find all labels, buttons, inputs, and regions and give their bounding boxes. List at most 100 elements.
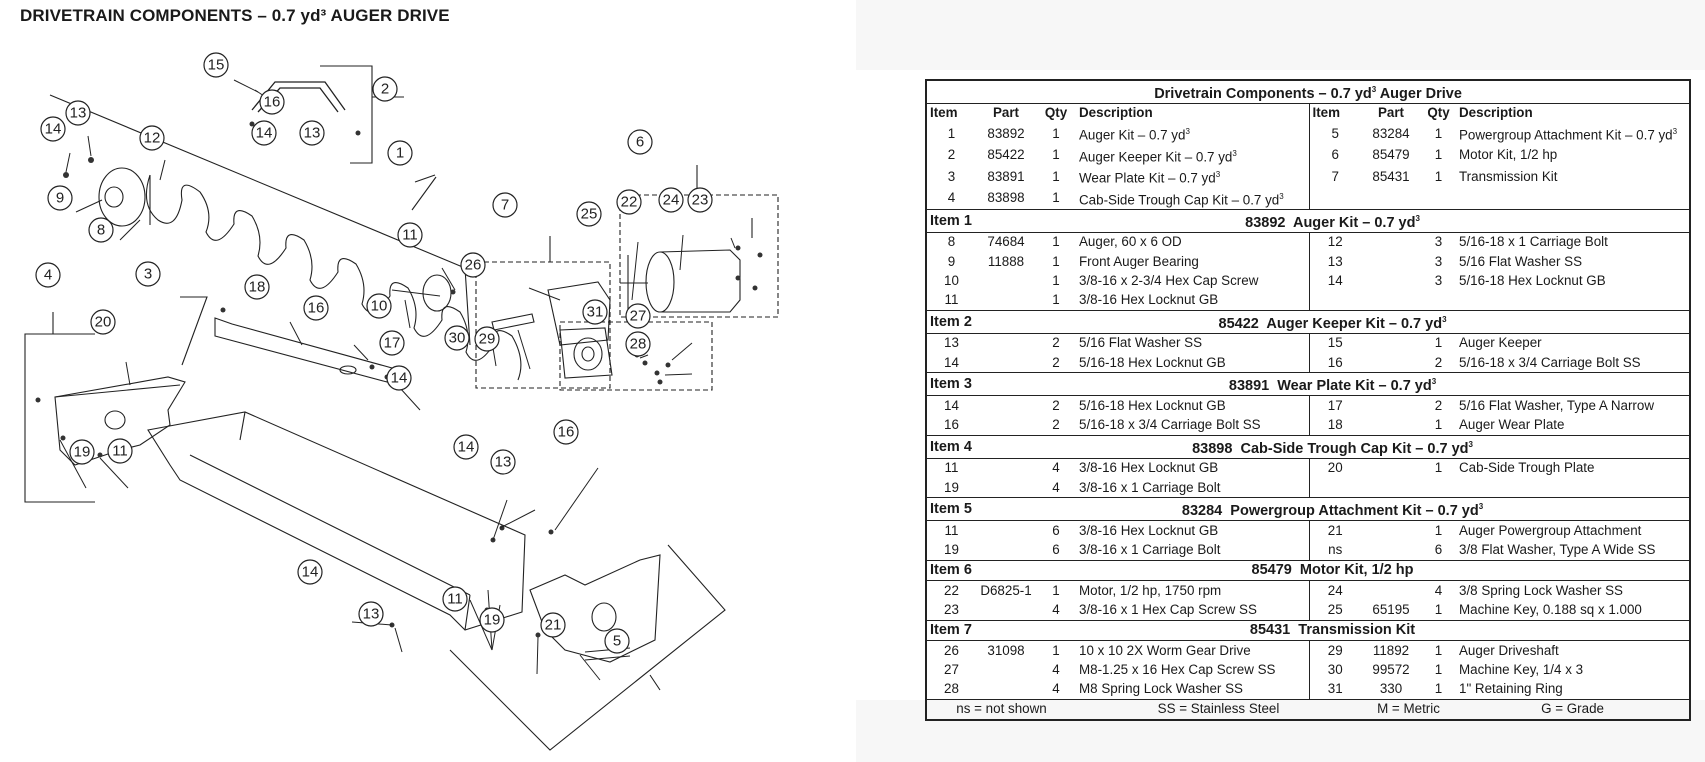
table-cell: 8 — [947, 234, 956, 250]
svg-text:22: 22 — [621, 194, 638, 211]
table-cell: 3/8-16 Hex Locknut GB — [1076, 290, 1310, 311]
table-cell: 1 — [1434, 147, 1443, 163]
dashed-box-7 — [475, 261, 611, 389]
table-cell — [1361, 188, 1421, 210]
svg-text:20: 20 — [95, 314, 112, 331]
table-cell: 4 — [1052, 601, 1060, 617]
table-cell: 14 — [1327, 273, 1343, 289]
svg-text:26: 26 — [465, 257, 482, 274]
table-cell: 2 — [1052, 335, 1060, 351]
callout-9: 9 — [47, 185, 73, 211]
svg-text:15: 15 — [208, 57, 225, 74]
table-cell: Motor, 1/2 hp, 1750 rpm — [1076, 580, 1310, 601]
kit-item-label: Item 3 — [926, 372, 976, 397]
svg-text:7: 7 — [501, 197, 509, 214]
table-cell — [1361, 540, 1421, 560]
footer-note: G = Grade — [1456, 698, 1691, 721]
table-cell — [1361, 396, 1421, 416]
footer-note: ns = not shown — [926, 698, 1076, 721]
table-cell: 9 — [947, 253, 956, 269]
column-header: Item — [1312, 105, 1341, 121]
table-cell — [976, 333, 1036, 353]
svg-text:13: 13 — [70, 105, 87, 122]
table-cell: 83892 — [987, 125, 1025, 141]
svg-text:14: 14 — [45, 121, 62, 138]
bracket-line-3 — [180, 296, 208, 366]
table-cell — [1361, 333, 1421, 353]
svg-text:25: 25 — [581, 206, 598, 223]
callout-20: 20 — [90, 309, 116, 335]
table-cell: 1 — [1434, 460, 1443, 476]
svg-text:13: 13 — [304, 125, 321, 142]
column-header: Part — [992, 105, 1020, 121]
table-cell: 3/8 Spring Lock Washer SS — [1459, 582, 1623, 598]
footer-note: SS = Stainless Steel — [1076, 698, 1361, 721]
table-cell: 3/8-16 Hex Locknut GB — [1076, 520, 1310, 541]
table-cell — [1361, 232, 1421, 252]
svg-text:14: 14 — [256, 125, 273, 142]
table-cell: 1 — [1434, 522, 1443, 538]
table-cell — [1421, 188, 1456, 210]
table-cell: 20 — [1327, 460, 1343, 476]
kit-title: 83892 Auger Kit – 0.7 yd3 — [976, 209, 1691, 233]
table-cell: 4 — [1052, 460, 1060, 476]
table-cell — [976, 600, 1036, 620]
svg-text:5: 5 — [613, 633, 621, 650]
kit-title: 85422 Auger Keeper Kit – 0.7 yd3 — [976, 310, 1691, 334]
table-cell — [976, 396, 1036, 416]
table-cell: 1 — [1052, 190, 1060, 206]
table-cell: 83898 — [987, 190, 1025, 206]
svg-text:30: 30 — [449, 330, 466, 347]
table-cell: 3/8-16 x 1 Hex Cap Screw SS — [1076, 600, 1310, 621]
callout-14: 14 — [40, 116, 66, 142]
bracket-line-2 — [320, 65, 373, 164]
svg-text:2: 2 — [381, 81, 389, 98]
auger — [98, 167, 522, 381]
table-cell: 4 — [947, 190, 956, 206]
table-cell: 4 — [1052, 681, 1060, 697]
table-cell: 5/16-18 x 3/4 Carriage Bolt SS — [1076, 415, 1310, 436]
svg-text:8: 8 — [97, 222, 105, 239]
table-cell: 3/8 Flat Washer, Type A Wide SS — [1459, 542, 1656, 558]
table-cell: 31 — [1327, 681, 1343, 697]
table-cell — [976, 416, 1036, 436]
table-cell: 2 — [1434, 354, 1443, 370]
table-title: Drivetrain Components – 0.7 yd3 Auger Dr… — [926, 80, 1691, 104]
svg-text:11: 11 — [447, 591, 463, 608]
callout-28: 28 — [625, 331, 651, 357]
column-header: Qty — [1044, 105, 1068, 121]
callout-13: 13 — [358, 601, 384, 627]
table-cell: 2 — [1052, 397, 1060, 413]
callout-12: 12 — [139, 125, 165, 151]
table-cell: 6 — [1434, 542, 1443, 558]
svg-text:13: 13 — [495, 454, 512, 471]
callout-8: 8 — [88, 217, 114, 243]
table-cell — [1361, 581, 1421, 601]
table-cell: 85422 — [987, 147, 1025, 163]
table-cell: 1 — [1052, 125, 1060, 141]
trough-plate — [54, 376, 186, 466]
table-cell — [976, 660, 1036, 679]
table-cell: 11892 — [1372, 642, 1410, 658]
table-cell: 1 — [1052, 253, 1060, 269]
table-cell — [976, 291, 1036, 311]
table-cell — [976, 679, 1036, 699]
footer-note: M = Metric — [1361, 698, 1456, 721]
svg-text:16: 16 — [558, 424, 575, 441]
table-cell: 1 — [1052, 147, 1060, 163]
table-cell: 3 — [1434, 253, 1443, 269]
table-cell — [1309, 478, 1361, 498]
table-cell: 17 — [1327, 397, 1343, 413]
table-cell: 1 — [1434, 125, 1443, 141]
svg-text:18: 18 — [249, 279, 266, 296]
page-title: DRIVETRAIN COMPONENTS – 0.7 yd³ AUGER DR… — [20, 6, 450, 25]
table-cell: 11 — [944, 292, 959, 308]
